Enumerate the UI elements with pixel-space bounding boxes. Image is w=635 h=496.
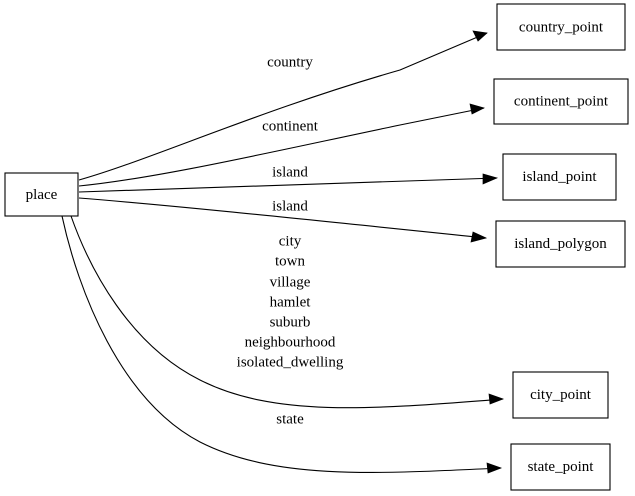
edge-label-country: country — [267, 54, 313, 70]
edge-place-state_point — [61, 215, 503, 474]
node-island_point[interactable]: island_point — [502, 153, 617, 201]
arrow-head-island-point — [482, 173, 499, 185]
node-country_point-label: country_point — [519, 19, 604, 35]
edge-label-state: state — [276, 411, 304, 427]
node-continent_point[interactable]: continent_point — [493, 78, 629, 125]
edge-label-city-multiline: city town village hamlet suburb neighbou… — [237, 233, 344, 370]
edge-label-city-line-3: hamlet — [270, 294, 312, 310]
node-city_point[interactable]: city_point — [512, 371, 609, 419]
node-island_point-label: island_point — [522, 169, 597, 185]
node-city_point-label: city_point — [530, 387, 592, 403]
edge-path-city — [70, 215, 504, 409]
node-continent_point-box[interactable] — [493, 78, 629, 125]
edge-path-island-point — [78, 177, 498, 193]
node-continent_point-label: continent_point — [514, 93, 609, 109]
node-country_point-box[interactable] — [496, 3, 626, 51]
edge-label-city-line-1: town — [275, 253, 306, 269]
edge-label-city-line-2: village — [270, 274, 311, 290]
node-island_polygon[interactable]: island_polygon — [495, 220, 626, 268]
edge-label-city-line-0: city — [279, 233, 302, 249]
arrow-head-country — [472, 30, 488, 42]
edge-label-city-line-5: neighbourhood — [245, 334, 336, 350]
edge-label-island-polygon: island — [272, 198, 308, 214]
edge-place-city_point — [70, 215, 505, 409]
edge-path-continent — [78, 107, 485, 187]
edge-place-country_point — [78, 30, 488, 181]
edge-path-country — [78, 32, 488, 181]
node-state_point-box[interactable] — [510, 443, 611, 491]
edge-place-island_point — [78, 173, 499, 193]
node-island_point-box[interactable] — [502, 153, 617, 201]
arrow-head-continent — [469, 103, 485, 115]
node-island_polygon-label: island_polygon — [514, 236, 607, 252]
node-place[interactable]: place — [4, 172, 79, 217]
node-state_point[interactable]: state_point — [510, 443, 611, 491]
node-country_point[interactable]: country_point — [496, 3, 626, 51]
edge-path-island-polygon — [78, 197, 487, 239]
node-island_polygon-box[interactable] — [495, 220, 626, 268]
node-place-label: place — [26, 187, 58, 203]
node-place-box[interactable] — [4, 172, 79, 217]
edge-place-continent_point — [78, 103, 485, 187]
edge-place-island_polygon — [78, 197, 488, 243]
edge-label-city-line-4: suburb — [270, 314, 311, 330]
node-state_point-label: state_point — [528, 459, 595, 475]
edge-path-state — [61, 215, 502, 473]
edge-label-island-point: island — [272, 164, 308, 180]
edge-label-city-line-6: isolated_dwelling — [237, 354, 344, 370]
node-city_point-box[interactable] — [512, 371, 609, 419]
edge-label-continent: continent — [262, 118, 319, 134]
arrow-head-city — [488, 393, 505, 405]
arrow-head-state — [486, 462, 503, 474]
arrow-head-island-polygon — [470, 231, 488, 243]
